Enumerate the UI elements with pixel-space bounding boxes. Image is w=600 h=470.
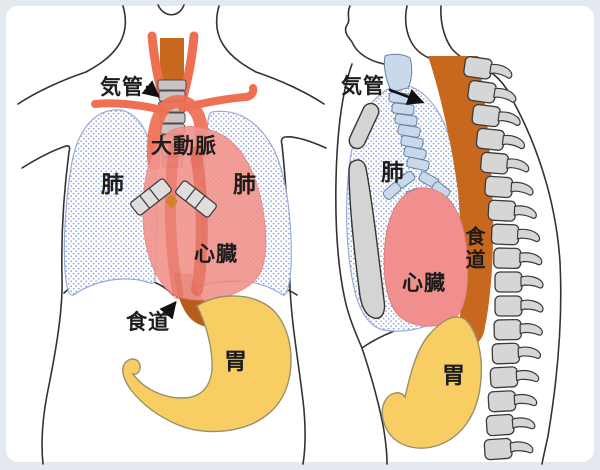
- front-descending-aorta: [165, 142, 208, 300]
- side-heart-label: 心臓: [402, 271, 446, 295]
- front-stomach: [122, 295, 292, 433]
- side-esophagus-label: 食道: [462, 226, 486, 272]
- side-stomach-label: 胃: [442, 363, 466, 389]
- front-esophagus-label: 食道: [126, 310, 170, 334]
- front-heart-label: 心臓: [194, 242, 238, 266]
- side-lung-label: 肺: [381, 160, 405, 186]
- front-stomach-label: 胃: [224, 349, 248, 375]
- front-bronchi: [130, 178, 217, 218]
- front-aorta-label: 大動脈: [151, 134, 217, 158]
- side-esophagus: [428, 56, 494, 346]
- side-trachea-label: 気管: [341, 74, 385, 98]
- front-right-lung-label: 肺: [233, 172, 257, 198]
- front-trachea-label: 気管: [100, 75, 144, 99]
- front-carina: [165, 194, 178, 209]
- side-sternum: [348, 102, 386, 319]
- side-view-figure: [335, 5, 562, 465]
- side-trachea: [382, 53, 451, 201]
- front-label-arrows: [141, 80, 177, 320]
- front-left-lung-label: 肺: [101, 172, 125, 198]
- front-view-figure: [17, 4, 327, 465]
- side-label-arrows: [388, 88, 425, 105]
- side-heart: [383, 187, 469, 327]
- side-body-outline: [335, 5, 562, 465]
- side-stomach: [381, 316, 483, 449]
